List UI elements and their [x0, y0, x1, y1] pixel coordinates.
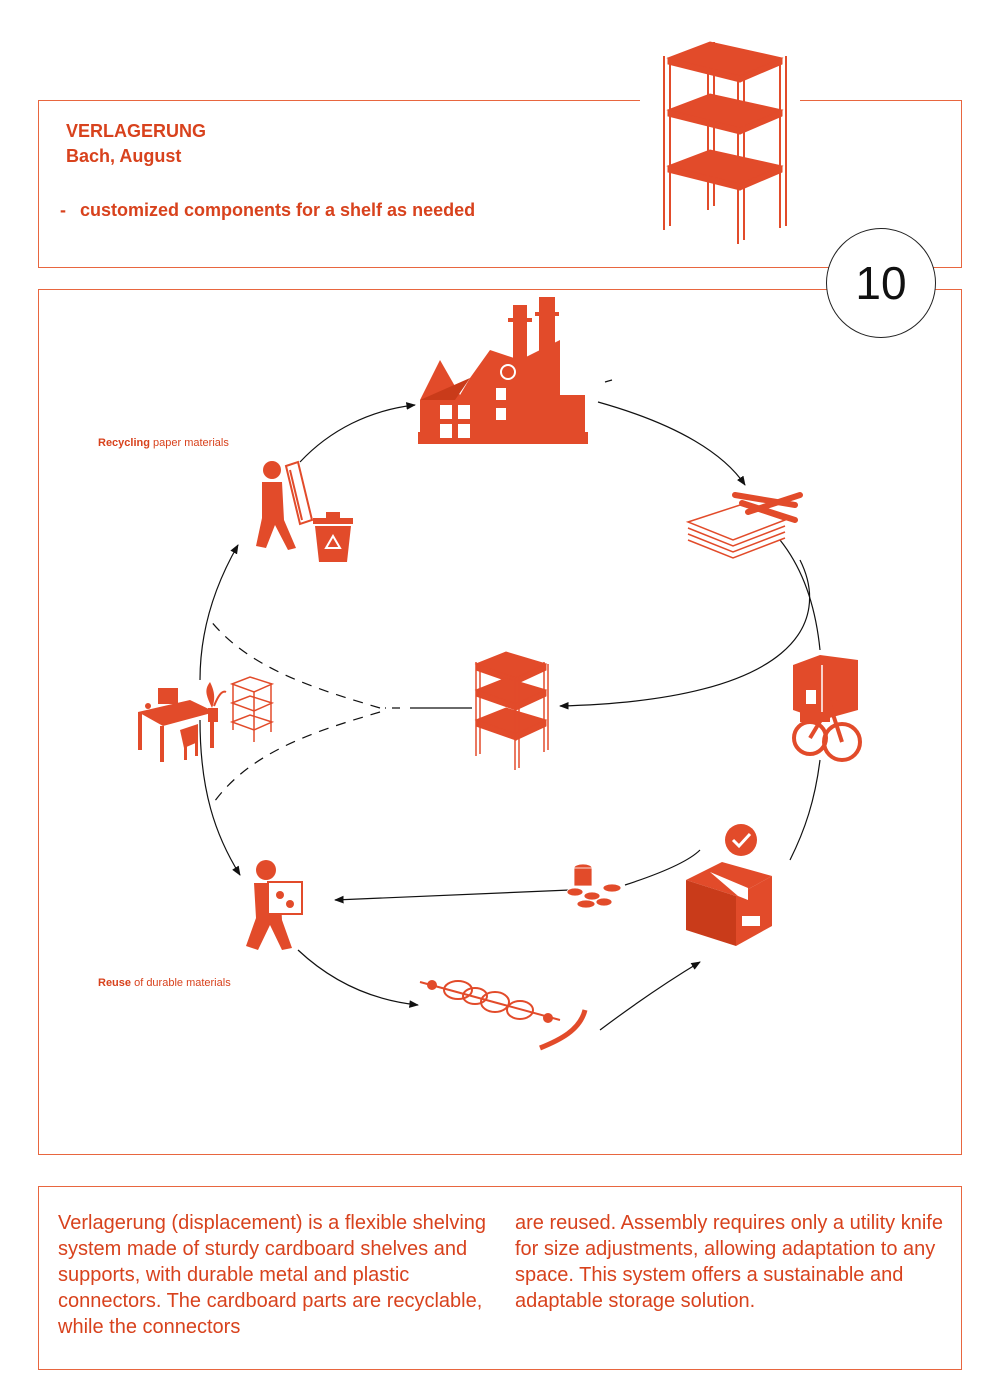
label-reuse-rest: of durable materials — [131, 977, 231, 989]
checkmark-icon — [725, 824, 757, 856]
author: Bach, August — [66, 146, 182, 166]
arrow-desk-to-recycling — [199, 544, 239, 681]
shelf-center-icon — [474, 651, 549, 770]
label-recycling-bold: Recycling — [98, 437, 150, 449]
feature-bullet: -customized components for a shelf as ne… — [60, 200, 475, 221]
page-number-badge: 10 — [826, 228, 936, 338]
cargo-bike-icon — [792, 655, 862, 762]
cardboard-sheets-icon — [685, 492, 803, 559]
label-reuse: Reuse of durable materials — [98, 977, 231, 989]
arrow-dash-lower — [211, 711, 381, 806]
recycle-bin-icon — [313, 512, 353, 562]
arrow-connectors-to-box — [599, 961, 701, 1031]
arrow-coins-to-reuse — [334, 889, 571, 904]
diagram-frame — [38, 289, 962, 1155]
arrow-sheets-to-bike — [779, 539, 821, 651]
arrow-sheets-to-shelf — [559, 559, 811, 710]
factory-icon — [418, 297, 588, 444]
box-icon — [686, 862, 772, 946]
desk-workspace-icon — [138, 676, 275, 762]
arrow-desk-to-reuse — [199, 719, 241, 876]
connector-parts-icon — [419, 980, 588, 1051]
description-right: are reused. Assembly requires only a uti… — [515, 1212, 943, 1312]
label-reuse-bold: Reuse — [98, 977, 132, 989]
shelf-icon — [663, 41, 787, 244]
bullet-text: customized components for a shelf as nee… — [80, 200, 476, 220]
arrow-bike-to-box — [789, 759, 821, 861]
arrow-dash-upper — [209, 619, 381, 709]
description-frame — [38, 1186, 962, 1370]
arrow-mark — [604, 379, 613, 383]
arrow-reuse-to-connectors — [297, 949, 419, 1008]
description-left: Verlagerung (displacement) is a flexible… — [58, 1212, 487, 1338]
arrow-box-to-coins — [624, 849, 701, 886]
person-recycling-icon — [256, 460, 314, 550]
header-frame — [38, 100, 962, 268]
arrow-factory-to-sheets — [597, 401, 746, 486]
page-title: VERLAGERUNG — [66, 121, 207, 141]
person-carrying-icon — [246, 860, 303, 950]
coins-icon — [566, 863, 622, 909]
arrow-recycling-to-factory — [299, 402, 416, 463]
bullet-dash: - — [60, 200, 66, 220]
label-recycling-rest: paper materials — [149, 437, 229, 449]
label-recycling: Recycling paper materials — [98, 437, 229, 449]
